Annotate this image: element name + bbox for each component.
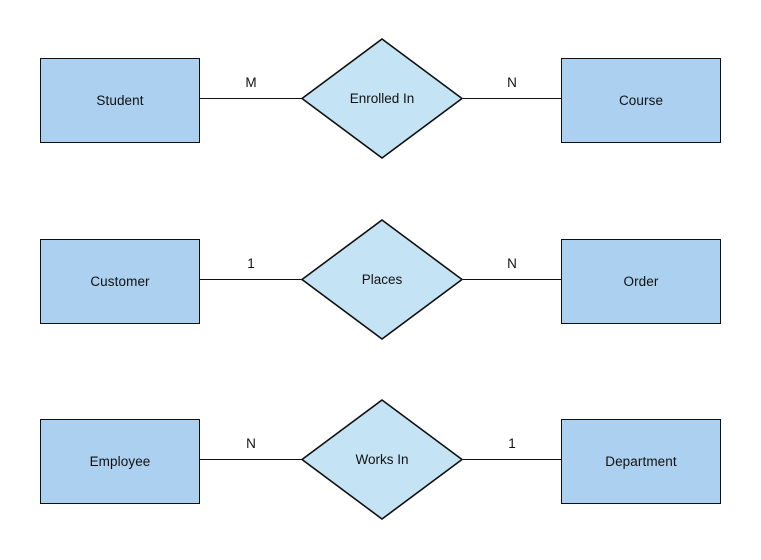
entity-box[interactable]: Customer (40, 239, 200, 324)
relationship-diamond[interactable]: Places (301, 219, 463, 340)
connector-line-right (463, 98, 561, 99)
entity-label: Customer (90, 273, 150, 289)
cardinality-label-left: M (245, 75, 257, 90)
entity-box[interactable]: Student (40, 58, 200, 143)
er-relationship-row: Employee N Works In 1 Department (0, 399, 761, 539)
entity-label: Student (96, 92, 144, 108)
diamond-shape-icon (301, 38, 463, 159)
entity-label: Employee (89, 453, 151, 469)
connector-line-right (463, 459, 561, 460)
entity-box[interactable]: Course (561, 58, 721, 143)
cardinality-label-right: N (507, 256, 517, 271)
connector-line-left (200, 98, 302, 99)
connector-line-right (463, 279, 561, 280)
cardinality-label-left: N (246, 436, 256, 451)
entity-box[interactable]: Order (561, 239, 721, 324)
diamond-shape-icon (301, 399, 463, 520)
connector-line-left (200, 279, 302, 280)
relationship-diamond[interactable]: Works In (301, 399, 463, 520)
entity-box[interactable]: Department (561, 419, 721, 504)
cardinality-label-right: 1 (508, 436, 516, 451)
er-relationship-row: Student M Enrolled In N Course (0, 38, 761, 178)
cardinality-label-right: N (507, 75, 517, 90)
entity-label: Department (605, 453, 677, 469)
relationship-diamond[interactable]: Enrolled In (301, 38, 463, 159)
entity-label: Course (618, 92, 664, 108)
cardinality-label-left: 1 (247, 256, 255, 271)
entity-box[interactable]: Employee (40, 419, 200, 504)
diamond-shape-icon (301, 219, 463, 340)
er-relationship-row: Customer 1 Places N Order (0, 219, 761, 359)
connector-line-left (200, 459, 302, 460)
entity-label: Order (623, 273, 659, 289)
